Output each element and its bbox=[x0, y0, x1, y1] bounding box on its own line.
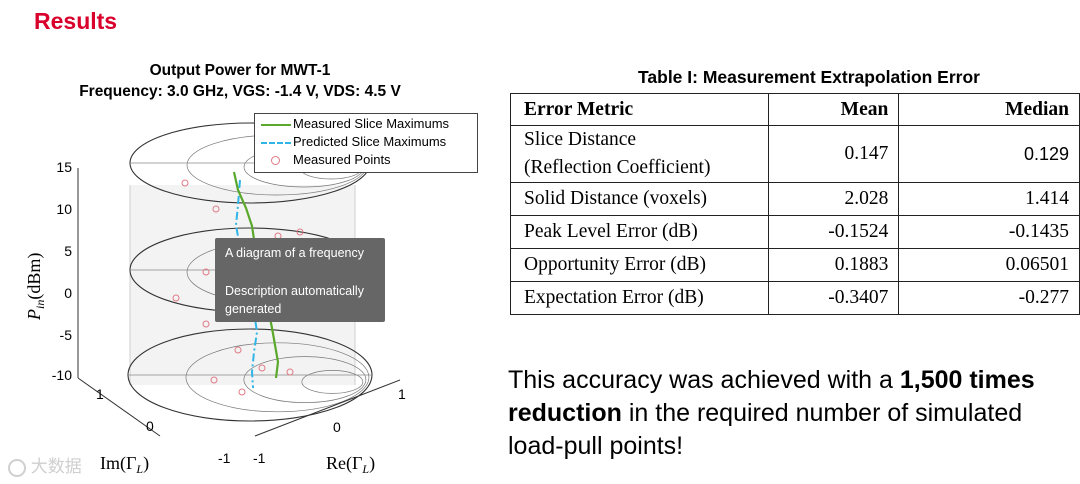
header-mean: Mean bbox=[767, 93, 900, 126]
table-row: Slice Distance(Reflection Coefficient) 0… bbox=[510, 125, 1080, 183]
table-row: Opportunity Error (dB) 0.1883 0.06501 bbox=[510, 248, 1080, 282]
header-median: Median bbox=[898, 93, 1080, 126]
metric-cell: Opportunity Error (dB) bbox=[510, 248, 769, 282]
im-tick: 1 bbox=[96, 386, 104, 402]
slice-circle bbox=[301, 370, 364, 394]
metric-cell: Peak Level Error (dB) bbox=[510, 215, 769, 249]
table-caption: Table I: Measurement Extrapolation Error bbox=[638, 67, 980, 87]
z-axis-ticks: 15 10 5 0 -5 -10 bbox=[52, 159, 72, 383]
z-axis bbox=[77, 168, 401, 437]
mean-cell: -0.1524 bbox=[767, 215, 900, 249]
plot-title-line2: Frequency: 3.0 GHz, VGS: -1.4 V, VDS: 4.… bbox=[79, 83, 401, 100]
section-heading: Results bbox=[34, 8, 118, 34]
median-cell: -0.1435 bbox=[898, 215, 1080, 249]
legend-swatch-dashdot bbox=[261, 142, 291, 144]
z-tick: 10 bbox=[56, 201, 72, 217]
measured-point bbox=[172, 294, 180, 302]
legend-label: Measured Slice Maximums bbox=[293, 116, 450, 131]
measured-points bbox=[172, 179, 304, 396]
measured-point bbox=[212, 205, 220, 213]
z-tick: 15 bbox=[56, 159, 72, 175]
mean-cell: 0.1883 bbox=[767, 248, 900, 282]
y-axis-label: Pin(dBm) bbox=[24, 253, 47, 321]
median-cell: 0.06501 bbox=[898, 248, 1080, 282]
z-tick: 5 bbox=[64, 243, 72, 259]
measured-point bbox=[238, 388, 246, 396]
predicted-slice-maximums-line bbox=[234, 179, 259, 389]
plot-legend: Measured Slice Maximums Predicted Slice … bbox=[254, 113, 478, 173]
im-tick: -1 bbox=[218, 450, 231, 466]
plot-title: Output Power for MWT-1 Frequency: 3.0 GH… bbox=[40, 60, 440, 102]
mean-cell: 2.028 bbox=[767, 182, 900, 216]
measured-point bbox=[234, 346, 242, 354]
median-cell: 0.129 bbox=[898, 125, 1080, 183]
im-axis-label: Im(ΓL) bbox=[100, 453, 149, 476]
re-axis-label: Re(ΓL) bbox=[326, 453, 375, 476]
table-row: Peak Level Error (dB) -0.1524 -0.1435 bbox=[510, 215, 1080, 249]
im-tick: 0 bbox=[146, 418, 154, 434]
measured-point bbox=[202, 268, 210, 276]
measured-point bbox=[202, 320, 210, 328]
legend-marker-icon bbox=[271, 156, 280, 165]
metric-cell: Expectation Error (dB) bbox=[510, 281, 769, 315]
re-tick: 1 bbox=[398, 386, 406, 402]
alt-text-tooltip: A diagram of a frequency Description aut… bbox=[215, 238, 385, 322]
measured-point bbox=[258, 364, 266, 372]
im-axis-ticks: 1 0 -1 bbox=[96, 386, 231, 466]
slice-circle bbox=[185, 342, 370, 413]
z-tick: -5 bbox=[60, 327, 73, 343]
error-metrics-table: Error Metric Mean Median Slice Distance(… bbox=[510, 93, 1080, 315]
tooltip-title: A diagram of a frequency bbox=[225, 246, 364, 260]
median-cell: -0.277 bbox=[898, 281, 1080, 315]
table-row: Expectation Error (dB) -0.3407 -0.277 bbox=[510, 281, 1080, 315]
summary-note: This accuracy was achieved with a 1,500 … bbox=[508, 366, 1035, 460]
measured-point bbox=[286, 368, 294, 376]
re-tick: -1 bbox=[253, 450, 266, 466]
re-axis-ticks: -1 0 1 bbox=[253, 386, 406, 466]
tooltip-description: Description automatically generated bbox=[225, 284, 364, 316]
emphasis-text: 1,500 times reduction bbox=[508, 366, 1035, 427]
legend-label: Predicted Slice Maximums bbox=[293, 134, 447, 149]
mean-cell: 0.147 bbox=[767, 125, 900, 183]
mean-cell: -0.3407 bbox=[767, 281, 900, 315]
metric-cell: Slice Distance(Reflection Coefficient) bbox=[510, 125, 769, 183]
median-cell: 1.414 bbox=[898, 182, 1080, 216]
metric-cell: Solid Distance (voxels) bbox=[510, 182, 769, 216]
table-row: Solid Distance (voxels) 2.028 1.414 bbox=[510, 182, 1080, 216]
header-error-metric: Error Metric bbox=[510, 93, 769, 126]
measured-point bbox=[296, 228, 304, 236]
legend-label: Measured Points bbox=[293, 152, 391, 167]
measured-point bbox=[210, 376, 218, 384]
measured-point bbox=[181, 179, 189, 187]
slice-circle bbox=[243, 356, 367, 403]
re-tick: 0 bbox=[333, 419, 341, 435]
table-header-row: Error Metric Mean Median bbox=[510, 93, 1080, 126]
watermark: 大数据 bbox=[8, 452, 82, 477]
legend-swatch-solid bbox=[261, 124, 291, 126]
z-tick: 0 bbox=[64, 285, 72, 301]
plot-title-line1: Output Power for MWT-1 bbox=[149, 62, 331, 79]
watermark-logo-icon bbox=[8, 458, 26, 477]
z-tick: -10 bbox=[52, 367, 72, 383]
